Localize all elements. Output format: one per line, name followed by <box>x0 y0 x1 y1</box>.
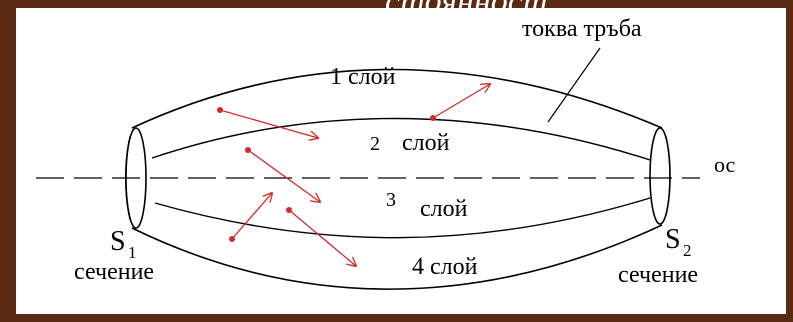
velocity-arrow <box>231 193 272 240</box>
diagram-panel <box>16 8 786 314</box>
s2-subscript: 2 <box>683 241 692 260</box>
layer-2-number: 2 <box>370 133 380 155</box>
layer-2-word: слой <box>402 130 450 156</box>
section-s1-inner-shading <box>125 135 131 221</box>
tube-upper-wall <box>131 68 663 129</box>
layer-1-label: 1 слой <box>330 64 396 90</box>
velocity-arrow <box>288 209 356 266</box>
layer-4-label: 4 слой <box>412 254 478 280</box>
tube-leader-line <box>547 47 601 123</box>
s1-subscript: 1 <box>128 243 137 262</box>
velocity-arrow <box>219 109 318 138</box>
particle-velocity-arrows <box>217 84 490 266</box>
s1-letter: S <box>110 226 126 257</box>
axis-label: ос <box>714 152 736 177</box>
velocity-arrow <box>247 149 320 202</box>
velocity-arrow <box>432 84 490 119</box>
s1-caption: сечение <box>74 259 154 285</box>
layer-3-number: 3 <box>386 189 396 211</box>
s2-letter: S <box>665 224 681 255</box>
section-s2-inner-shading <box>665 135 671 217</box>
s2-caption: сечение <box>618 262 698 288</box>
streamline-upper <box>151 117 651 161</box>
layer-3-word: слой <box>420 196 468 222</box>
streamline-lower <box>154 197 651 239</box>
tube-label: токва тръба <box>522 16 642 42</box>
title-fragment: стоянност. <box>385 0 556 20</box>
tube-lower-wall <box>131 224 663 290</box>
